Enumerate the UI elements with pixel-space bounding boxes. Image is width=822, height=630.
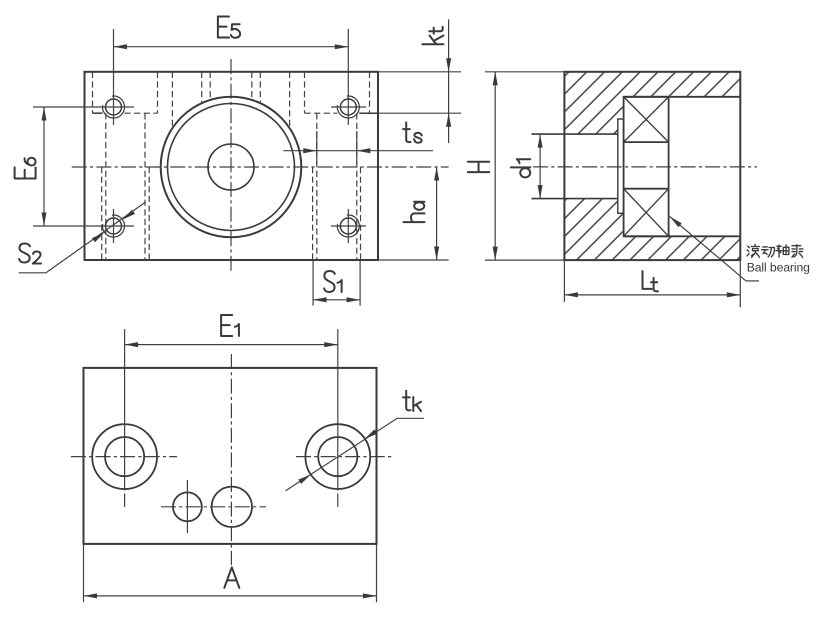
svg-text:Ball bearing: Ball bearing [747, 260, 810, 274]
